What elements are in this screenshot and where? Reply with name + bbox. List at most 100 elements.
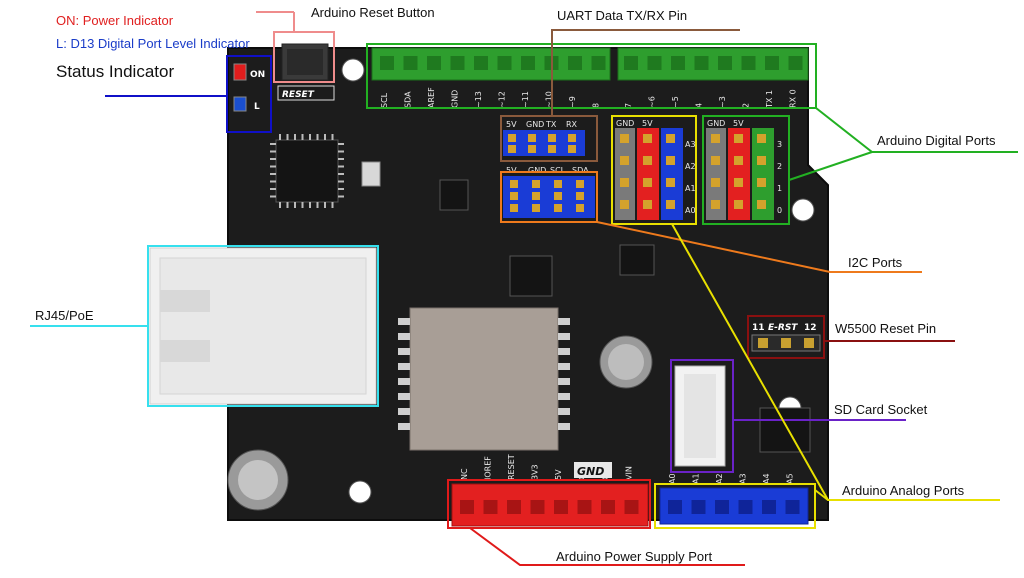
digital-block-pin	[757, 134, 766, 143]
uart-pin-label: GND	[526, 120, 544, 129]
top-pin-label: AREF	[427, 87, 436, 108]
top-pin-label: ~10	[545, 91, 554, 108]
analog-bottom-label: A4	[762, 473, 771, 484]
power-pin-hole	[577, 500, 592, 514]
led-on-label: ON	[250, 70, 265, 80]
power-pin-hole	[624, 500, 639, 514]
top-pin-hole	[474, 56, 488, 70]
uart-pin	[548, 145, 556, 153]
w5500-lead	[398, 408, 410, 415]
top-pin-hole	[718, 56, 732, 70]
digital-top-box	[366, 43, 817, 109]
legend-d13: L: D13 Digital Port Level Indicator	[56, 36, 250, 51]
analog-row-label: A3	[685, 140, 696, 149]
digital-block-pin	[734, 134, 743, 143]
power-pin-hole	[507, 500, 521, 514]
label-w5500: W5500 Reset Pin	[835, 321, 936, 336]
i2c-pin	[510, 192, 518, 200]
d13-led	[233, 96, 247, 112]
erst-header: 11 E-RST 12	[751, 323, 821, 352]
erst-label: E-RST	[768, 323, 798, 333]
digital-row-label: 0	[777, 206, 782, 215]
analog-block-pin	[643, 178, 652, 187]
label-i2c: I2C Ports	[848, 255, 903, 270]
label-digital-ports: Arduino Digital Ports	[877, 133, 996, 148]
i2c-line	[596, 221, 922, 273]
rj45-jack	[149, 247, 377, 405]
uart-pin-label: RX	[566, 120, 578, 129]
top-pin-hole	[427, 56, 441, 70]
top-pin-label: ~13	[474, 91, 483, 108]
i2c-box	[500, 171, 598, 223]
i2c-pin	[510, 180, 518, 188]
i2c-pin	[576, 192, 584, 200]
power-pin-label: 3V3	[531, 464, 540, 480]
w5500-lead	[558, 333, 570, 340]
analog-row-label: A1	[685, 184, 696, 193]
uart-pin	[508, 134, 516, 142]
top-pin-hole	[450, 56, 465, 70]
digital-row-label: 1	[777, 184, 782, 193]
top-pin-label: GND	[451, 90, 460, 108]
power-line	[469, 527, 745, 566]
top-pin-hole	[624, 56, 638, 70]
i2c-pin	[532, 192, 540, 200]
digital-block-pin	[711, 156, 720, 165]
uart-pin	[508, 145, 516, 153]
erst-11: 11	[752, 323, 765, 333]
power-pin-label: 5V	[554, 469, 563, 480]
analog-bottom-label: A1	[692, 473, 701, 484]
i2c-pin	[554, 192, 562, 200]
mcu-chip	[270, 134, 344, 208]
analog-pin-hole	[715, 500, 729, 514]
top-pin-label: SCL	[380, 92, 389, 108]
power-led	[233, 63, 247, 81]
digital-block-pin	[757, 156, 766, 165]
power-pin-label: IOREF	[484, 456, 493, 480]
top-pin-label: 4	[695, 103, 704, 108]
top-pin-label: ~12	[498, 91, 507, 108]
top-pin-hole	[647, 56, 662, 70]
analog-bottom-label: A3	[739, 473, 748, 484]
digital-block-label: GND	[707, 119, 725, 128]
sd-socket-box	[670, 359, 734, 473]
capacitors	[227, 335, 653, 511]
uart-pin	[568, 134, 576, 142]
analog-pin-hole	[762, 500, 776, 514]
w5500-lead	[398, 393, 410, 400]
gnd-silk: GND	[577, 465, 604, 478]
analog-block-label: 5V	[642, 119, 653, 128]
top-pin-hole	[403, 56, 418, 70]
w5500-lead	[558, 348, 570, 355]
power-pin-hole	[530, 500, 545, 514]
analog-block-pin	[620, 200, 629, 209]
power-port-box	[447, 479, 651, 529]
analog-block-pin	[643, 200, 652, 209]
i2c-pin	[532, 180, 540, 188]
analog-row-label: A0	[685, 206, 696, 215]
analog-pin-hole	[785, 500, 800, 514]
uart-pin	[548, 134, 556, 142]
top-pin-hole	[765, 56, 779, 70]
digital-block-pin	[711, 200, 720, 209]
legend-status: Status Indicator	[56, 62, 174, 81]
analog-pin-hole	[668, 500, 682, 514]
digital-row-label: 2	[777, 162, 782, 171]
uart-pin-label: TX	[545, 120, 557, 129]
analog-bottom-label: A2	[715, 473, 724, 484]
reset-button-part: RESET	[277, 43, 335, 101]
analog-line-2	[814, 489, 829, 501]
top-pin-hole	[521, 56, 535, 70]
power-pin-hole	[601, 500, 615, 514]
top-pin-label: RX 0	[789, 89, 798, 108]
reset-button-box	[273, 31, 335, 83]
w5500-lead	[558, 378, 570, 385]
w5500-chip	[398, 307, 570, 451]
w5500-lead	[398, 378, 410, 385]
top-pin-hole	[671, 56, 685, 70]
